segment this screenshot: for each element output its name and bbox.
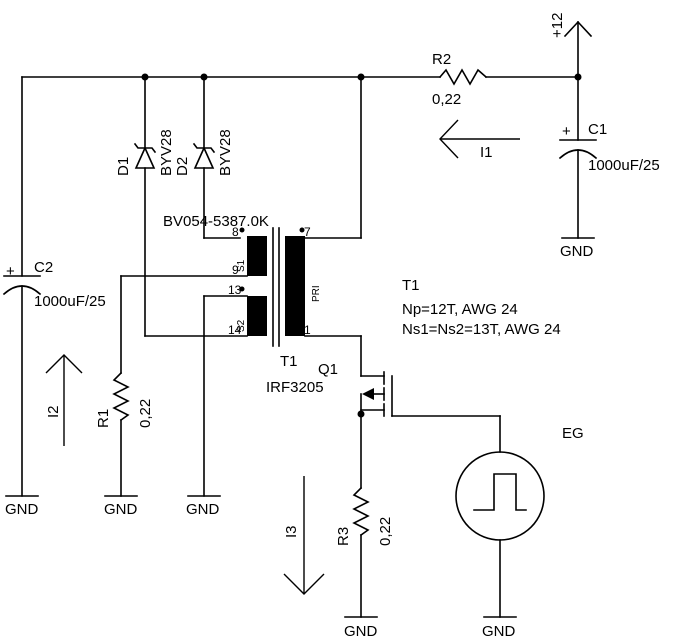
gnd-eg: GND — [482, 623, 516, 640]
c2-name: C2 — [34, 259, 53, 276]
capacitor-c1: + C1 1000uF/25 GND — [558, 76, 660, 260]
pin-8: 8 — [232, 225, 239, 239]
winding-pri-core — [285, 236, 305, 336]
gnd-s2: GND — [186, 501, 220, 518]
resistor-r1: R1 0,22 GND — [95, 371, 154, 518]
i3-label: I3 — [283, 525, 300, 538]
diode-d1: D1 BYV28 — [115, 76, 175, 337]
resistor-r3: R3 0,22 GND — [335, 486, 394, 640]
t1-notes-line2: Ns1=Ns2=13T, AWG 24 — [402, 321, 561, 338]
r3-value: 0,22 — [377, 517, 394, 546]
gnd-c2: GND — [5, 501, 39, 518]
eg-name: EG — [562, 425, 584, 442]
gnd-r3: GND — [344, 623, 378, 640]
c2-plus: + — [6, 263, 15, 280]
winding-s1-core — [247, 236, 267, 276]
current-arrow-i3: I3 — [283, 476, 325, 595]
d2-part: BYV28 — [217, 129, 234, 176]
d1-part: BYV28 — [158, 129, 175, 176]
r3-name: R3 — [335, 527, 352, 546]
pin-7: 7 — [304, 225, 311, 239]
d2-name: D2 — [174, 157, 191, 176]
winding-pri-label: PRI — [311, 285, 322, 302]
current-arrow-i2: I2 — [45, 354, 83, 446]
t1-notes-title: T1 — [402, 277, 420, 294]
t1-notes-line1: Np=12T, AWG 24 — [402, 301, 518, 318]
r1-name: R1 — [95, 409, 112, 428]
capacitor-c2: + C2 1000uF/25 GND — [2, 76, 106, 518]
transformer-part: BV054-5387.0K — [163, 213, 269, 230]
gnd-r1: GND — [104, 501, 138, 518]
supply-12v: +12 — [549, 13, 593, 78]
pin-13: 13 — [228, 283, 242, 297]
current-arrow-i1: I1 — [439, 119, 520, 161]
ground-s2: GND — [186, 495, 221, 518]
q1-part: IRF3205 — [266, 379, 324, 396]
r1-value: 0,22 — [137, 399, 154, 428]
d1-name: D1 — [115, 157, 132, 176]
winding-s2-core — [247, 296, 267, 336]
transformer-t1: BV054-5387.0K 8 9 13 14 7 1 S1 S2 PRI T1 — [163, 213, 322, 370]
r2-name: R2 — [432, 51, 451, 68]
winding-s1-label: S1 — [236, 259, 247, 272]
winding-s2-label: S2 — [236, 319, 247, 332]
c2-value: 1000uF/25 — [34, 293, 106, 310]
q1-name: Q1 — [318, 361, 338, 378]
r2-value: 0,22 — [432, 91, 461, 108]
transformer-wiring — [120, 76, 362, 497]
gnd-c1: GND — [560, 243, 594, 260]
pin-9: 9 — [232, 263, 239, 277]
t1-notes: T1 Np=12T, AWG 24 Ns1=Ns2=13T, AWG 24 — [402, 277, 561, 338]
i2-label: I2 — [45, 405, 62, 418]
pin-1: 1 — [304, 323, 311, 337]
c1-plus: + — [562, 123, 571, 140]
pulse-generator-eg: EG GND — [455, 415, 584, 640]
c1-name: C1 — [588, 121, 607, 138]
c1-value: 1000uF/25 — [588, 157, 660, 174]
i1-label: I1 — [480, 144, 493, 161]
mosfet-q1: Q1 IRF3205 — [266, 361, 501, 489]
pin-14: 14 — [228, 323, 242, 337]
diode-d2: D2 BYV28 — [174, 76, 241, 239]
transformer-name: T1 — [280, 353, 298, 370]
supply-label: +12 — [549, 13, 566, 38]
resistor-r2: R2 0,22 — [432, 51, 488, 108]
